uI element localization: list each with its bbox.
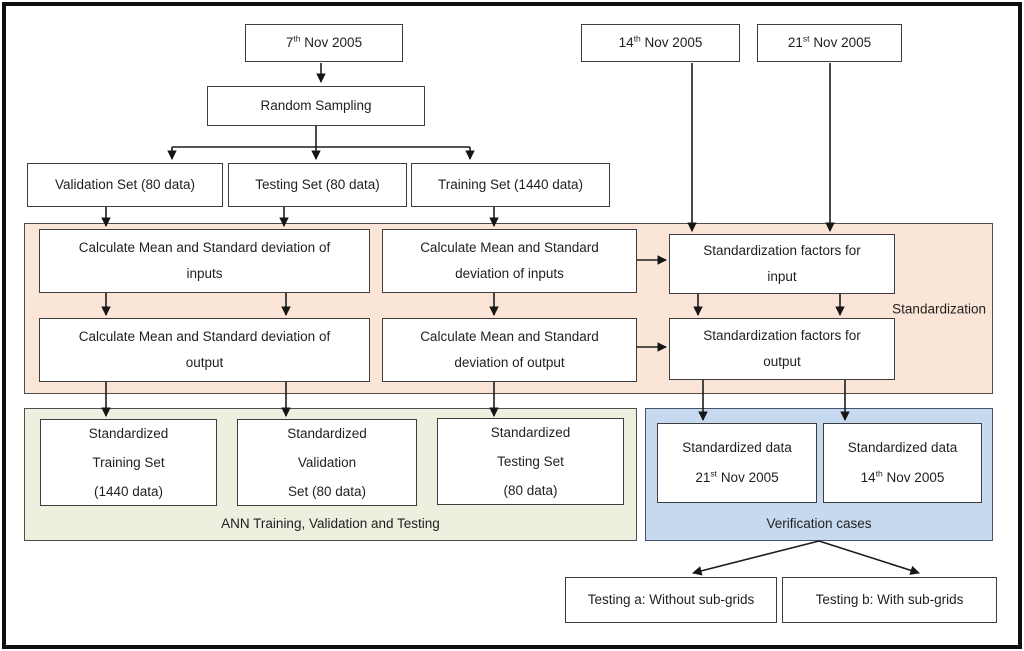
node-calc-mean-std-inputs-left: Calculate Mean and Standard deviation of… xyxy=(39,229,370,293)
node-testing-b-with-subgrids: Testing b: With sub-grids xyxy=(782,577,997,623)
date-ordinal: st xyxy=(710,468,718,479)
node-random-sampling: Random Sampling xyxy=(207,86,425,126)
node-label: Testing Set (80 data) xyxy=(255,177,380,193)
node-label-line2: 21st Nov 2005 xyxy=(695,463,778,493)
node-label: Random Sampling xyxy=(260,98,372,114)
node-label-line2: Training Set xyxy=(92,455,165,470)
date-text: 14th Nov 2005 xyxy=(619,34,703,52)
node-label-line2: inputs xyxy=(186,266,223,281)
node-label-line1: Standardized data xyxy=(682,440,792,455)
node-label-line3: Set (80 data) xyxy=(287,484,367,499)
node-standardization-factors-input: Standardization factors for input xyxy=(669,234,895,294)
date-ordinal: th xyxy=(633,33,641,44)
node-label-line2: 14th Nov 2005 xyxy=(861,463,945,493)
date-day: 14 xyxy=(860,470,876,485)
node-date-14-nov-2005: 14th Nov 2005 xyxy=(581,24,740,62)
date-day: 14 xyxy=(618,35,634,51)
node-standardized-testing-set: Standardized Testing Set (80 data) xyxy=(437,418,624,505)
node-standardized-training-set: Standardized Training Set (1440 data) xyxy=(40,419,217,506)
node-label-line2: output xyxy=(185,355,224,370)
node-label-line2: deviation of output xyxy=(454,355,565,370)
node-label-line1: Calculate Mean and Standard deviation of xyxy=(78,329,331,344)
node-label: Validation Set (80 data) xyxy=(54,177,196,193)
node-label: Testing b: With sub-grids xyxy=(815,592,964,608)
node-label-line1: Standardized xyxy=(490,425,571,440)
node-training-set: Training Set (1440 data) xyxy=(411,163,610,207)
node-standardized-validation-set: Standardized Validation Set (80 data) xyxy=(237,419,417,506)
date-ordinal: st xyxy=(802,33,810,44)
node-date-7-nov-2005: 7th Nov 2005 xyxy=(245,24,403,62)
date-day: 21 xyxy=(787,35,803,51)
standardization-band-label: Standardization xyxy=(892,301,986,316)
node-label-line2: deviation of inputs xyxy=(455,266,564,281)
node-label-line1: Standardized xyxy=(287,426,367,441)
date-ordinal: th xyxy=(293,33,301,44)
node-label-line1: Standardized data xyxy=(847,440,958,455)
date-text: 21st Nov 2005 xyxy=(788,34,871,52)
date-rest: Nov 2005 xyxy=(644,35,703,51)
node-testing-set: Testing Set (80 data) xyxy=(228,163,407,207)
node-label-line2: input xyxy=(767,269,797,284)
verification-band-label: Verification cases xyxy=(766,516,872,531)
node-label-line1: Standardization factors for xyxy=(703,328,861,343)
node-label-line1: Standardized xyxy=(88,426,169,441)
node-label-line3: (80 data) xyxy=(503,483,558,498)
node-label: Testing a: Without sub-grids xyxy=(587,592,755,608)
ann-training-band-label: ANN Training, Validation and Testing xyxy=(221,516,440,531)
node-validation-set: Validation Set (80 data) xyxy=(27,163,223,207)
node-label-line2: Testing Set xyxy=(497,454,564,469)
node-label-line1: Standardization factors for xyxy=(703,243,861,258)
node-label-line1: Calculate Mean and Standard xyxy=(420,329,599,344)
date-text: 7th Nov 2005 xyxy=(286,34,362,52)
node-label: Training Set (1440 data) xyxy=(437,177,584,193)
date-rest: Nov 2005 xyxy=(720,470,779,485)
date-day: 21 xyxy=(695,470,711,485)
node-label-line3: (1440 data) xyxy=(93,484,164,499)
node-date-21-nov-2005: 21st Nov 2005 xyxy=(757,24,902,62)
node-calc-mean-std-output-center: Calculate Mean and Standard deviation of… xyxy=(382,318,637,382)
date-rest: Nov 2005 xyxy=(304,35,363,51)
node-label-line2: Validation xyxy=(297,455,357,470)
node-label-line1: Calculate Mean and Standard deviation of xyxy=(78,240,331,255)
date-ordinal: th xyxy=(875,468,883,479)
node-standardization-factors-output: Standardization factors for output xyxy=(669,318,895,380)
date-day: 7 xyxy=(285,35,294,51)
node-label-line2: output xyxy=(763,354,801,369)
node-standardized-data-14-nov: Standardized data 14th Nov 2005 xyxy=(823,423,982,503)
node-testing-a-without-subgrids: Testing a: Without sub-grids xyxy=(565,577,777,623)
date-rest: Nov 2005 xyxy=(813,35,872,51)
node-calc-mean-std-output-left: Calculate Mean and Standard deviation of… xyxy=(39,318,370,382)
node-calc-mean-std-inputs-center: Calculate Mean and Standard deviation of… xyxy=(382,229,637,293)
node-label-line1: Calculate Mean and Standard xyxy=(420,240,599,255)
node-standardized-data-21-nov: Standardized data 21st Nov 2005 xyxy=(657,423,817,503)
date-rest: Nov 2005 xyxy=(886,470,945,485)
